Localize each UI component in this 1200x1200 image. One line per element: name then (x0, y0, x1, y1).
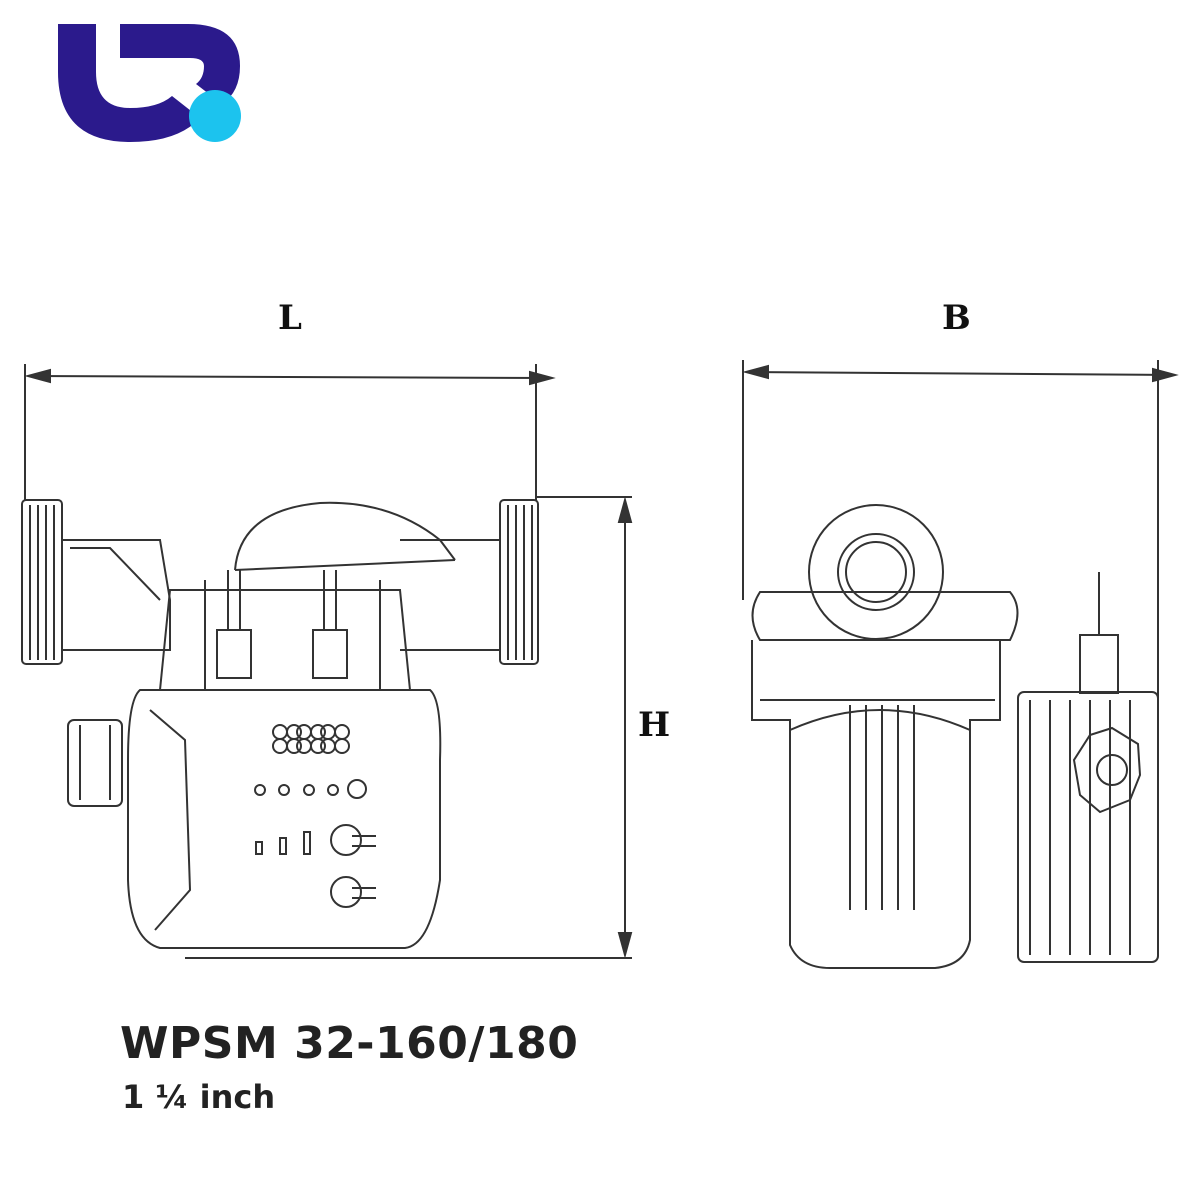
brand-logo-icon (58, 24, 241, 142)
model-title: WPSM 32-160/180 (120, 1018, 579, 1069)
pump-side-view (751, 504, 1159, 969)
dimension-label-l: L (278, 298, 302, 338)
dimension-label-b: B (942, 298, 971, 338)
dimension-line-b (742, 360, 1179, 700)
pump-front-view (21, 499, 539, 949)
dimension-line-l (24, 364, 556, 500)
model-size: 1 ¼ inch (122, 1078, 276, 1116)
dimension-line-h (185, 496, 633, 959)
dimension-label-h: H (638, 705, 671, 745)
